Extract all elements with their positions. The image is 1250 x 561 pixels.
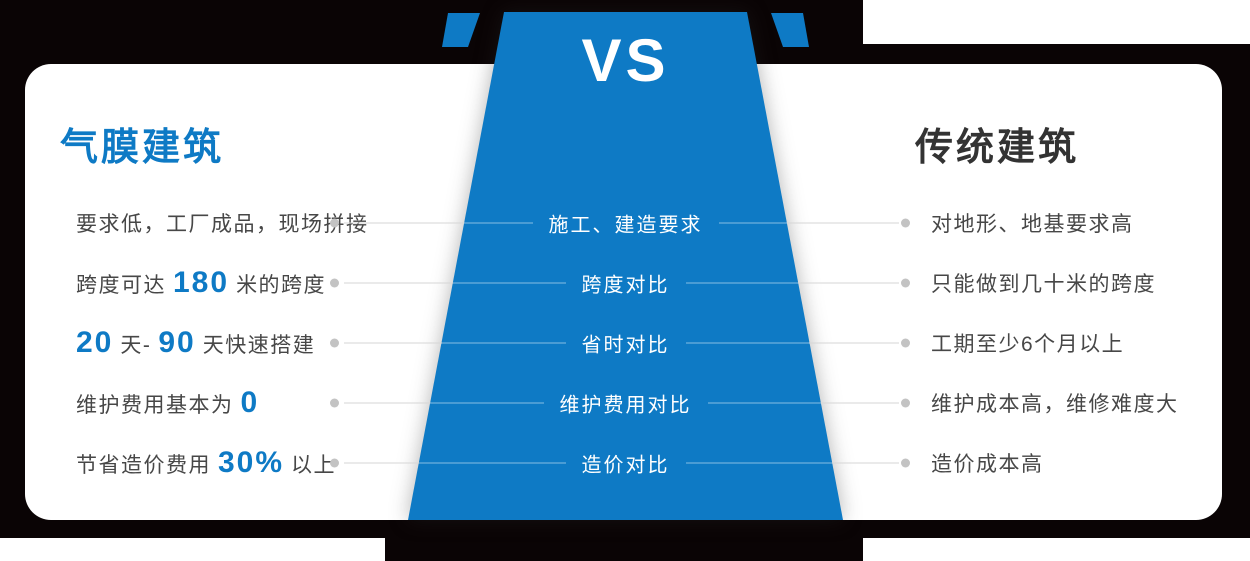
inner-line (718, 222, 787, 224)
row-left-text: 要求低，工厂成品，现场拼接 (76, 208, 369, 238)
inner-line (707, 402, 821, 404)
left-text-segment: 米的跨度 (236, 274, 327, 297)
connector-dot (330, 458, 339, 468)
left-text-emphasis: 30% (218, 446, 285, 479)
row-center-band: 跨度对比 (453, 269, 798, 298)
inner-line (453, 282, 566, 284)
row-right-text: 只能做到几十米的跨度 (931, 273, 1156, 296)
left-text-segment: 节省造价费用 (76, 454, 211, 477)
inner-line (685, 462, 832, 464)
connector-line (344, 282, 453, 284)
row-center-label: 施工、建造要求 (548, 214, 703, 237)
row-center-label: 维护费用对比 (559, 394, 692, 417)
row-left-text: 跨度可达 180 米的跨度 (76, 266, 326, 300)
right-column-title: 传统建筑 (915, 127, 1080, 169)
left-text-emphasis: 90 (158, 326, 196, 359)
row-center-label: 跨度对比 (581, 274, 670, 297)
row-center-band: 省时对比 (442, 329, 809, 358)
connector-dot (330, 218, 339, 228)
left-column-title: 气膜建筑 (60, 127, 225, 169)
inner-line (685, 342, 809, 344)
connector-dot (901, 218, 910, 228)
left-text-segment: 要求低，工厂成品，现场拼接 (76, 213, 369, 236)
connector-line (832, 462, 899, 464)
connector-dot (901, 398, 910, 408)
connector-line (821, 402, 899, 404)
row-right-text: 维护成本高，维修难度大 (931, 393, 1179, 416)
connector-line (344, 402, 430, 404)
connector-line (344, 462, 419, 464)
vs-badge: VS (581, 27, 670, 94)
connector-line (798, 282, 899, 284)
row-center-label: 造价对比 (581, 454, 670, 477)
left-text-segment: 以上 (291, 454, 337, 477)
row-center-band: 施工、建造要求 (464, 209, 787, 238)
inner-line (685, 282, 798, 284)
left-text-emphasis: 0 (240, 386, 260, 419)
left-text-segment: 天- (120, 334, 152, 357)
row-right-text: 工期至少6个月以上 (931, 333, 1125, 356)
connector-dot (901, 338, 910, 348)
background-bottom-strip (385, 538, 863, 561)
connector-dot (901, 458, 910, 468)
connector-line (344, 342, 442, 344)
row-left-text: 维护费用基本为 0 (76, 386, 266, 420)
connector-dot (330, 278, 339, 288)
connector-line (809, 342, 899, 344)
vs-funnel (408, 12, 843, 520)
inner-line (419, 462, 566, 464)
connector-line (344, 222, 464, 224)
connector-dot (330, 398, 339, 408)
inner-line (430, 402, 544, 404)
left-text-emphasis: 180 (173, 266, 230, 299)
left-text-segment: 跨度可达 (76, 274, 166, 297)
left-text-segment: 维护费用基本为 (76, 394, 234, 417)
left-text-segment: 天快速搭建 (202, 334, 316, 357)
row-right-text: 造价成本高 (931, 453, 1044, 476)
connector-dot (901, 278, 910, 288)
row-center-band: 造价对比 (419, 449, 832, 478)
row-center-band: 维护费用对比 (430, 389, 821, 418)
inner-line (464, 222, 533, 224)
left-text-emphasis: 20 (76, 326, 114, 359)
connector-line (787, 222, 899, 224)
row-right-text: 对地形、地基要求高 (931, 213, 1134, 236)
inner-line (442, 342, 566, 344)
row-center-label: 省时对比 (581, 334, 670, 357)
row-left-text: 20 天- 90 天快速搭建 (76, 326, 315, 360)
row-left-text: 节省造价费用 30% 以上 (76, 446, 336, 480)
connector-dot (330, 338, 339, 348)
